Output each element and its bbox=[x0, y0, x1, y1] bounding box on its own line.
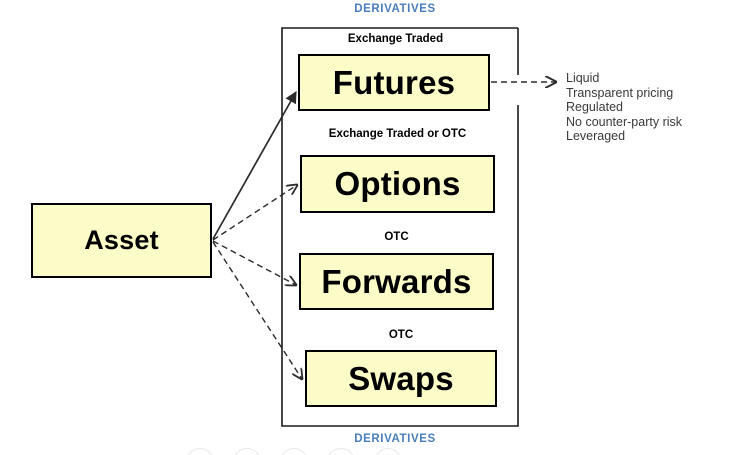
node-swaps[interactable]: Swaps bbox=[305, 350, 497, 407]
node-forwards[interactable]: Forwards bbox=[299, 253, 494, 310]
caption-forwards: OTC bbox=[384, 231, 409, 243]
derivatives-title-top: DERIVATIVES bbox=[354, 3, 436, 15]
decorative-circle bbox=[374, 448, 402, 455]
futures-feature-list: Liquid Transparent pricing Regulated No … bbox=[566, 71, 682, 144]
decorative-circle bbox=[280, 448, 308, 455]
feature-item: No counter-party risk bbox=[566, 114, 683, 129]
caption-futures: Exchange Traded bbox=[347, 33, 444, 45]
decorative-circle bbox=[233, 448, 261, 455]
caption-options: Exchange Traded or OTC bbox=[328, 128, 467, 140]
arrow-asset-to-forwards bbox=[212, 240, 296, 285]
feature-item: Regulated bbox=[566, 100, 623, 115]
decorative-circle bbox=[327, 448, 355, 455]
decorative-circle bbox=[186, 448, 214, 455]
node-asset[interactable]: Asset bbox=[31, 203, 212, 278]
arrow-asset-to-futures bbox=[212, 90, 297, 240]
arrow-asset-to-swaps bbox=[212, 241, 302, 379]
caption-swaps: OTC bbox=[388, 329, 414, 341]
derivatives-title-bottom: DERIVATIVES bbox=[354, 433, 436, 445]
feature-item: Leveraged bbox=[566, 129, 626, 144]
arrow-asset-to-options bbox=[212, 185, 297, 241]
feature-item: Liquid bbox=[566, 71, 600, 85]
node-futures[interactable]: Futures bbox=[298, 54, 490, 111]
feature-item: Transparent pricing bbox=[566, 85, 674, 100]
node-options[interactable]: Options bbox=[300, 155, 495, 213]
